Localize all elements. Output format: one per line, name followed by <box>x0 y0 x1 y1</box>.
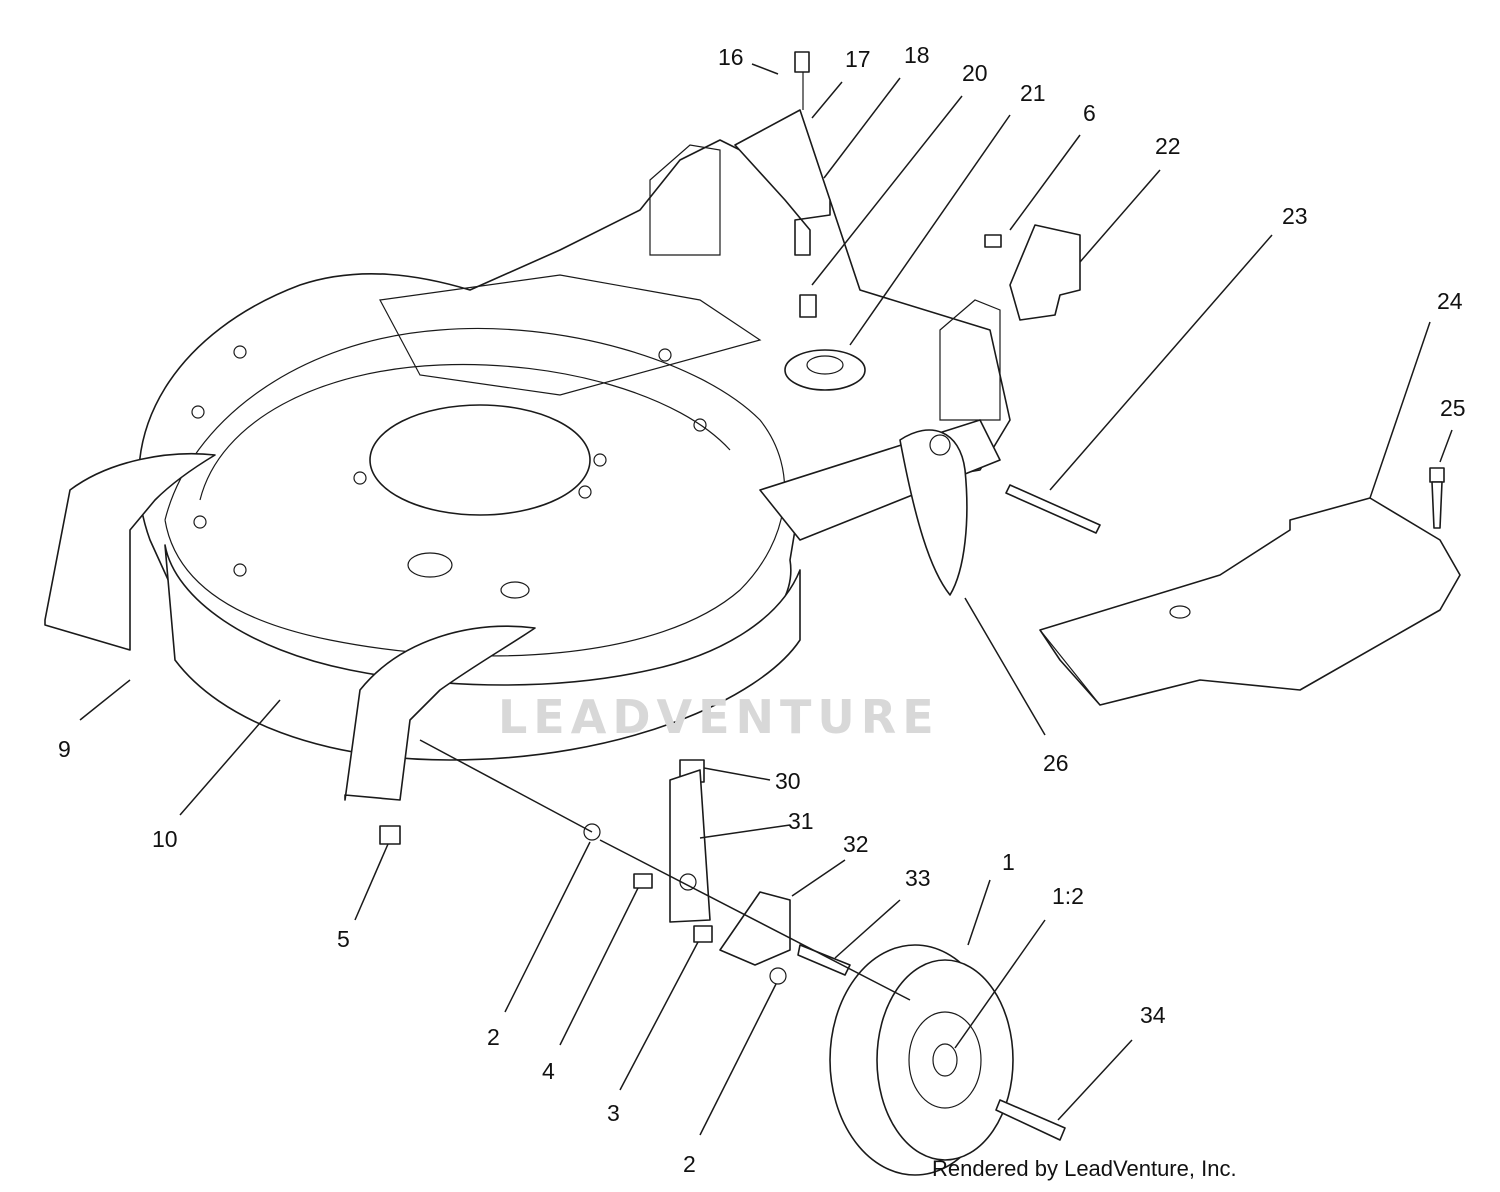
callout-2-left: 2 <box>487 1024 500 1050</box>
watermark: LEADVENTURE <box>498 690 940 744</box>
callout-25: 25 <box>1440 395 1466 421</box>
bracket-22 <box>984 224 1081 321</box>
callout-2-bottom: 2 <box>683 1151 696 1177</box>
callout-1-2: 1:2 <box>1052 883 1084 909</box>
callout-21: 21 <box>1020 80 1046 106</box>
callout-20: 20 <box>962 60 988 86</box>
callout-26: 26 <box>1043 750 1069 776</box>
height-adjust-parts <box>379 759 851 985</box>
rear-axle-housing <box>759 419 1001 596</box>
callout-4: 4 <box>542 1058 555 1084</box>
callout-32: 32 <box>843 831 869 857</box>
rod-23 <box>1005 484 1101 534</box>
callout-30: 30 <box>775 768 801 794</box>
callout-6: 6 <box>1083 100 1096 126</box>
callout-24: 24 <box>1437 288 1463 314</box>
callout-17: 17 <box>845 46 871 72</box>
callout-10: 10 <box>152 826 178 852</box>
callout-3: 3 <box>607 1100 620 1126</box>
callout-9: 9 <box>58 736 71 762</box>
rear-bumpers <box>44 452 536 801</box>
callout-34: 34 <box>1140 1002 1166 1028</box>
rear-cover-24 <box>1039 497 1461 706</box>
leader-lines <box>79 63 1453 1136</box>
pulley-assembly <box>734 51 866 391</box>
callout-5: 5 <box>337 926 350 952</box>
callout-16: 16 <box>718 44 744 70</box>
screw-25 <box>1429 467 1445 529</box>
callout-22: 22 <box>1155 133 1181 159</box>
callout-18: 18 <box>904 42 930 68</box>
front-wheel <box>829 944 1066 1176</box>
callout-23: 23 <box>1282 203 1308 229</box>
render-credit: Rendered by LeadVenture, Inc. <box>932 1156 1237 1181</box>
callout-1: 1 <box>1002 849 1015 875</box>
callout-31: 31 <box>788 808 814 834</box>
mower-deck <box>137 139 1011 761</box>
callout-33: 33 <box>905 865 931 891</box>
